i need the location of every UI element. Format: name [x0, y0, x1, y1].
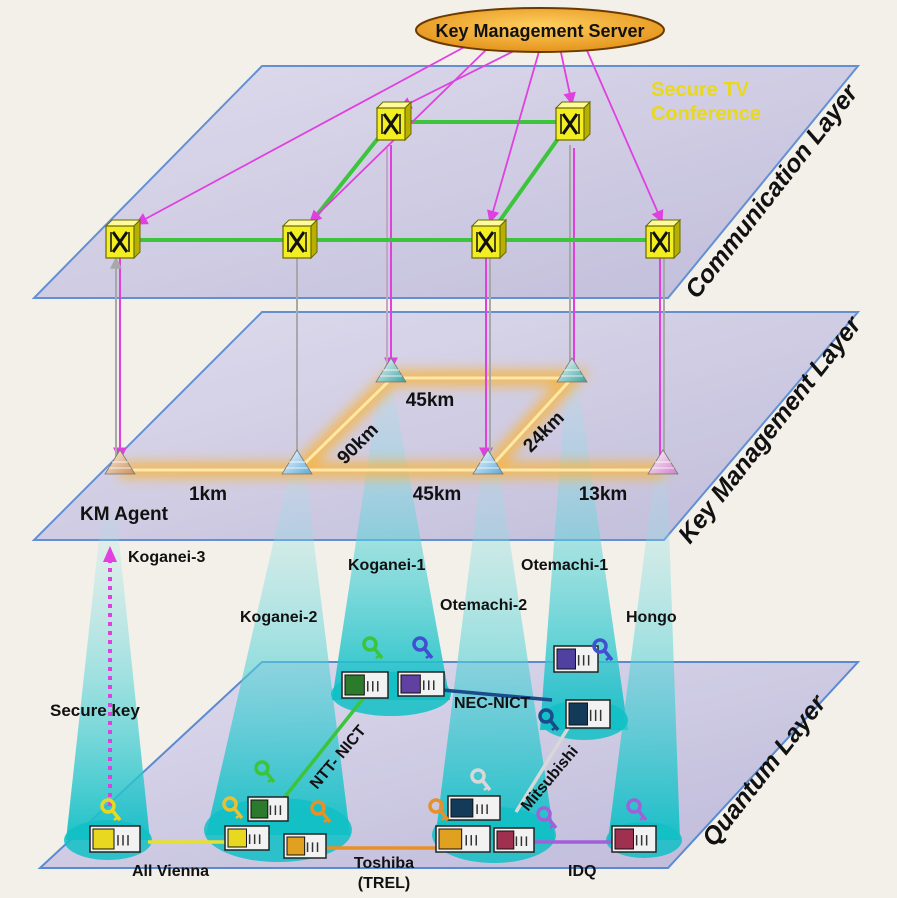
conference-line2: Conference — [651, 103, 761, 125]
switches — [104, 100, 682, 260]
node-label-koganei3: Koganei-3 — [128, 549, 205, 566]
key-icon — [254, 760, 276, 784]
key-icon — [538, 708, 560, 732]
qkd-device-icon — [224, 825, 270, 851]
qkd-device-icon — [397, 671, 445, 697]
distance-label: 1km — [189, 484, 227, 505]
qkd-device-icon — [247, 796, 289, 822]
pyramids — [104, 357, 679, 475]
distance-label: 45km — [406, 390, 455, 411]
key-icon — [222, 796, 244, 820]
secure-key-arrow — [103, 546, 117, 806]
conference-line1: Secure TV — [651, 79, 749, 101]
node-label-koganei2: Koganei-2 — [240, 609, 317, 626]
switch-icon — [281, 218, 319, 260]
pyramid-icon — [472, 449, 504, 475]
qkd-device-icon — [447, 795, 501, 821]
switch-icon — [104, 218, 142, 260]
qkd-device-icon — [341, 671, 389, 699]
key-icon — [310, 800, 332, 824]
pyramid-icon — [281, 449, 313, 475]
pyramid-icon — [647, 449, 679, 475]
pyramid-icon — [104, 449, 136, 475]
key-management-server[interactable]: Key Management Server — [415, 7, 665, 53]
pyramid-icon — [375, 357, 407, 383]
node-label-koganei1: Koganei-1 — [348, 557, 425, 574]
beam-hongo — [608, 470, 680, 840]
km-agent-label: KM Agent — [80, 504, 169, 525]
node-label-hongo: Hongo — [626, 609, 677, 626]
switch-icon — [375, 100, 413, 142]
key-icon — [536, 806, 558, 830]
qkd-device-icon — [89, 825, 141, 853]
beam-koganei1 — [332, 383, 450, 700]
beam-otemachi2 — [435, 450, 555, 840]
keys — [100, 636, 648, 830]
link-label-idq: IDQ — [568, 863, 596, 880]
qkd-device-icon — [611, 825, 657, 853]
key-icon — [626, 798, 648, 822]
key-icon — [412, 636, 434, 660]
beam-koganei2 — [206, 470, 350, 835]
key-icon — [592, 638, 614, 662]
pyramid-icon — [556, 357, 588, 383]
key-icon — [362, 636, 384, 660]
switch-icon — [644, 218, 682, 260]
link-label-trel: (TREL) — [358, 875, 410, 892]
km-links — [120, 370, 665, 478]
qkd-device-icon — [435, 825, 491, 853]
switch-icon — [554, 100, 592, 142]
switch-icon — [470, 218, 508, 260]
distance-label: 13km — [579, 484, 628, 505]
link-label-nec-nict: NEC-NICT — [454, 695, 531, 712]
qkd-device-icon — [553, 645, 599, 673]
key-icon — [470, 768, 492, 792]
vertical-links — [110, 145, 665, 462]
qkd-device-icon — [493, 827, 535, 853]
key-icon — [428, 798, 450, 822]
link-label-toshiba: Toshiba — [354, 855, 414, 872]
link-label-all-vienna: All Vienna — [132, 863, 209, 880]
secure-key-label: Secure key — [50, 701, 140, 720]
server-label: Key Management Server — [435, 21, 644, 41]
qkd-device-icon — [283, 833, 327, 859]
key-icon — [100, 798, 122, 822]
quantum-devices — [89, 645, 657, 859]
qkd-device-icon — [565, 699, 611, 729]
distance-label: 45km — [413, 484, 462, 505]
node-label-otemachi1: Otemachi-1 — [521, 557, 608, 574]
node-label-otemachi2: Otemachi-2 — [440, 597, 527, 614]
secure-tv-conference: Secure TV Conference — [651, 79, 761, 125]
